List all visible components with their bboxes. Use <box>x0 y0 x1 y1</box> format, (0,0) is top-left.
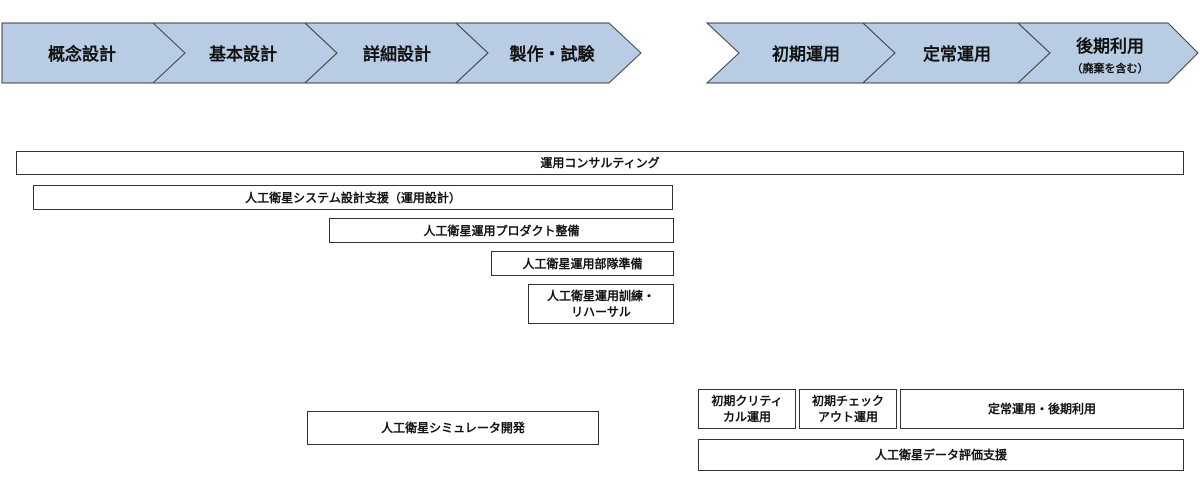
data-evaluation-support-bar: 人工衛星データ評価支援 <box>698 439 1184 471</box>
phase-arrow-row: 概念設計 基本設計 詳細設計 製作・試験 初期運用 定常運用 後期利用 （廃棄を… <box>1 22 1199 84</box>
routine-and-later-operation-bar: 定常運用・後期利用 <box>900 389 1184 429</box>
operations-consulting-bar: 運用コンサルティング <box>16 151 1184 175</box>
operations-training-rehearsal-bar: 人工衛星運用訓練・ リハーサル <box>528 284 674 324</box>
phase-conceptual-design: 概念設計 <box>1 22 191 84</box>
phase-initial-operation-label: 初期運用 <box>772 44 840 65</box>
phase-routine-operation-label: 定常運用 <box>923 44 991 65</box>
phase-initial-operation: 初期運用 <box>705 22 896 84</box>
operations-design-support-bar: 人工衛星システム設計支援（運用設計） <box>33 185 673 210</box>
operations-product-development-bar: 人工衛星運用プロダクト整備 <box>329 218 674 243</box>
phase-manufacturing-test-shape <box>454 22 642 84</box>
phase-detailed-design: 詳細設計 <box>303 22 489 84</box>
initial-checkout-operation-bar: 初期チェック アウト運用 <box>799 389 897 429</box>
phase-detailed-design-label: 詳細設計 <box>363 44 431 65</box>
phase-basic-design-label: 基本設計 <box>208 44 277 65</box>
phase-manufacturing-test: 製作・試験 <box>454 22 642 84</box>
initial-critical-operation-bar: 初期クリティ カル運用 <box>698 389 796 429</box>
simulator-development-bar: 人工衛星シミュレータ開発 <box>307 411 599 445</box>
phase-later-use-note: （廃棄を含む） <box>1072 61 1149 75</box>
phase-later-use: 後期利用 （廃棄を含む） <box>1016 22 1199 84</box>
phase-conceptual-design-label: 概念設計 <box>48 44 116 65</box>
phase-manufacturing-test-label: 製作・試験 <box>509 44 596 65</box>
operations-team-preparation-bar: 人工衛星運用部隊準備 <box>491 251 674 276</box>
phase-later-use-shape <box>1016 22 1199 84</box>
phase-later-use-label: 後期利用 <box>1076 36 1144 57</box>
